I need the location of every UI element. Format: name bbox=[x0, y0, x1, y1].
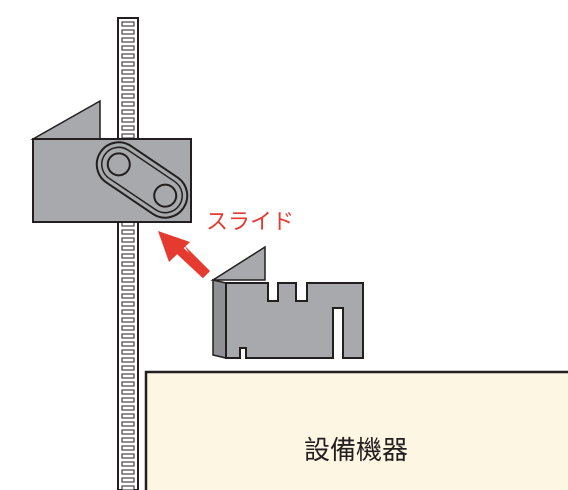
rail-tooth bbox=[121, 317, 135, 323]
rail-tooth bbox=[121, 333, 135, 339]
screw-icon bbox=[106, 152, 131, 177]
rail-tooth bbox=[121, 301, 135, 307]
toothed-rail bbox=[117, 17, 139, 490]
rail-tooth bbox=[121, 461, 135, 467]
slot-plate bbox=[95, 141, 189, 219]
rail-tooth bbox=[121, 253, 135, 259]
rail-tooth bbox=[121, 349, 135, 355]
rail-tooth bbox=[121, 397, 135, 403]
rail-tooth bbox=[121, 445, 135, 451]
equipment-unit: 設備機器 bbox=[144, 370, 568, 490]
slide-arrow-head bbox=[158, 231, 190, 262]
rail-tooth bbox=[121, 485, 135, 490]
rail-tooth bbox=[121, 437, 135, 443]
loose-bracket bbox=[210, 245, 364, 359]
rail-tooth bbox=[121, 389, 135, 395]
rail-tooth bbox=[121, 469, 135, 475]
rail-tooth bbox=[121, 109, 135, 115]
mounted-bracket-flange bbox=[30, 99, 101, 140]
loose-bracket-flange bbox=[210, 245, 266, 281]
rail-tooth bbox=[121, 405, 135, 411]
rail-tooth bbox=[121, 325, 135, 331]
rail-tooth bbox=[121, 21, 135, 27]
rail-tooth bbox=[121, 133, 135, 139]
loose-bracket-plate bbox=[225, 282, 364, 359]
rail-tooth bbox=[121, 453, 135, 459]
rail-tooth bbox=[121, 101, 135, 107]
rail-tooth bbox=[121, 429, 135, 435]
rail-tooth bbox=[121, 237, 135, 243]
rail-tooth bbox=[121, 309, 135, 315]
rail-tooth bbox=[121, 285, 135, 291]
rail-tooth bbox=[121, 293, 135, 299]
rail-tooth bbox=[121, 357, 135, 363]
rail-tooth bbox=[121, 29, 135, 35]
rail-tooth bbox=[121, 365, 135, 371]
rail-tooth bbox=[121, 53, 135, 59]
slide-arrow-shaft bbox=[172, 243, 210, 279]
rail-tooth bbox=[121, 125, 135, 131]
rail-tooth bbox=[121, 85, 135, 91]
rail-tooth bbox=[121, 269, 135, 275]
rail-tooth bbox=[121, 477, 135, 483]
rail-tooth bbox=[121, 61, 135, 67]
slot-plate-inner bbox=[101, 146, 183, 214]
rail-tooth bbox=[121, 373, 135, 379]
rail-tooth bbox=[121, 77, 135, 83]
loose-bracket-side bbox=[212, 279, 227, 359]
rail-tooth bbox=[121, 421, 135, 427]
screw-icon bbox=[153, 183, 178, 208]
rail-tooth bbox=[121, 45, 135, 51]
slide-label: スライド bbox=[206, 210, 294, 235]
mounted-bracket bbox=[30, 99, 192, 223]
rail-tooth bbox=[121, 413, 135, 419]
rail-tooth bbox=[121, 245, 135, 251]
rail-tooth bbox=[121, 261, 135, 267]
rail-tooth bbox=[121, 69, 135, 75]
rail-tooth bbox=[121, 381, 135, 387]
rail-tooth bbox=[121, 341, 135, 347]
rail-tooth bbox=[121, 117, 135, 123]
rail-tooth bbox=[121, 229, 135, 235]
rail-tooth bbox=[121, 37, 135, 43]
rail-tooth bbox=[121, 93, 135, 99]
rail-tooth bbox=[121, 277, 135, 283]
slide-indicator: スライド bbox=[158, 210, 294, 279]
equipment-box bbox=[144, 370, 568, 490]
equipment-label: 設備機器 bbox=[304, 436, 408, 466]
